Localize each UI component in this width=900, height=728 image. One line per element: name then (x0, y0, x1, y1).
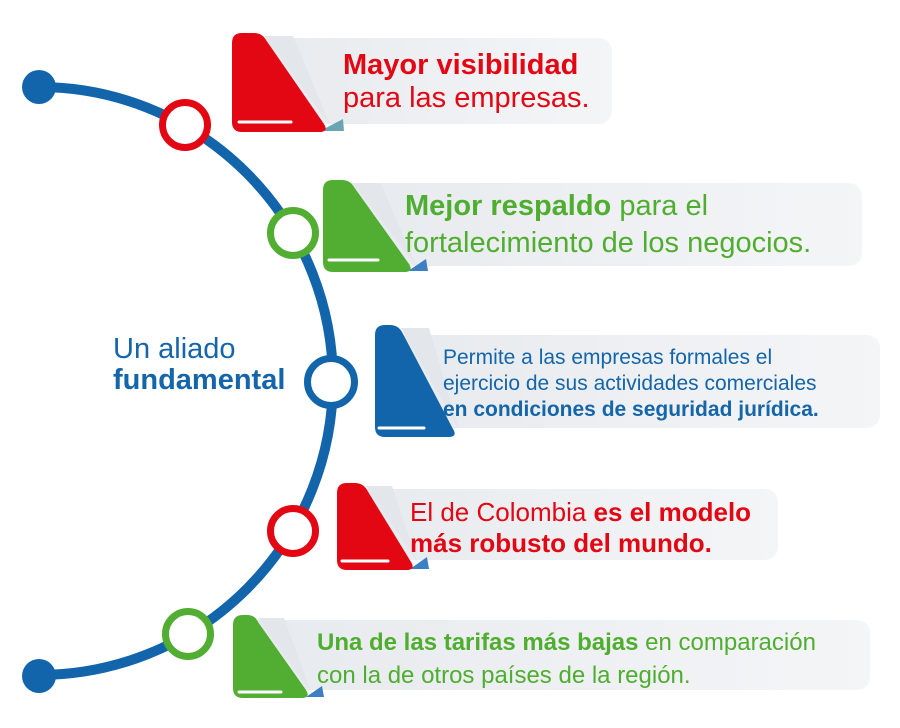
callout-4-fold (366, 486, 418, 563)
callout-1-panel (248, 38, 612, 124)
callout-5-tarifas-bajas (233, 615, 870, 698)
callout-1-mayor-visibilidad (232, 33, 612, 132)
callout-1-headline: Mayor visibilidad (343, 49, 579, 81)
callout-3-ribbon (375, 325, 455, 437)
callout-5-accent-sliver (306, 686, 324, 697)
callout-3-panel (385, 335, 880, 428)
callout-4-ribbon (337, 483, 413, 570)
callout-2-headline: Mejor respaldo (405, 190, 612, 222)
callout-2-accent-sliver (408, 259, 428, 271)
callout-4-line2: más robusto del mundo. (410, 528, 712, 558)
callout-3-fold (401, 328, 459, 430)
timeline-start-dot (22, 70, 56, 104)
callout-1-body: para las empresas. (343, 82, 590, 114)
callout-4-panel (348, 489, 778, 560)
callout-5-headline: Una de las tarifas más bajas (317, 629, 639, 656)
callout-2-body: fortalecimiento de los negocios. (405, 227, 812, 259)
callout-2-text: Mejor respaldo para el fortalecimiento d… (405, 188, 811, 262)
callout-3-seguridad-juridica (375, 325, 880, 437)
callout-3-line2: ejercicio de sus actividades comerciales (443, 372, 817, 395)
side-label: Un aliado fundamental (113, 334, 285, 396)
callout-3-text: Permite a las empresas formales el ejerc… (443, 345, 819, 423)
callout-5-body: con la de otros países de la región. (317, 662, 691, 689)
callout-5-text: Una de las tarifas más bajas en comparac… (317, 626, 816, 692)
callout-5-fold (258, 618, 312, 694)
timeline-node-1-red (159, 99, 211, 151)
callout-5-line1-rest: en comparación (638, 629, 816, 656)
timeline-node-2-green (267, 207, 319, 259)
callout-2-panel (335, 183, 862, 266)
callout-3-line3: en condiciones de seguridad jurídica. (443, 398, 819, 421)
callout-1-accent-sliver (320, 119, 344, 131)
timeline-node-5-green (162, 608, 214, 660)
callout-4-line1-bold: es el modelo (593, 497, 752, 527)
callout-4-modelo-robusto (337, 483, 778, 570)
callout-1-text: Mayor visibilidad para las empresas. (343, 49, 590, 115)
callout-1-fold (265, 36, 331, 127)
callout-3-line1: Permite a las empresas formales el (443, 346, 773, 369)
callout-4-accent-sliver (410, 557, 429, 569)
callout-2-ribbon (323, 180, 411, 272)
callout-2-line1-rest: para el (611, 190, 709, 222)
timeline-node-3-blue (304, 355, 358, 409)
side-label-line2: fundamental (113, 364, 286, 396)
callout-1-ribbon (232, 33, 326, 132)
callout-5-ribbon (233, 615, 308, 698)
callout-4-line1-start: El de Colombia (410, 497, 594, 527)
callout-5-panel (245, 620, 870, 690)
timeline-node-4-red (267, 505, 319, 557)
callout-2-fold (353, 183, 416, 266)
timeline-end-dot (22, 659, 56, 693)
callout-2-mejor-respaldo (323, 180, 862, 272)
callout-4-text: El de Colombia es el modelo más robusto … (410, 497, 751, 559)
side-label-line1: Un aliado (113, 333, 236, 365)
